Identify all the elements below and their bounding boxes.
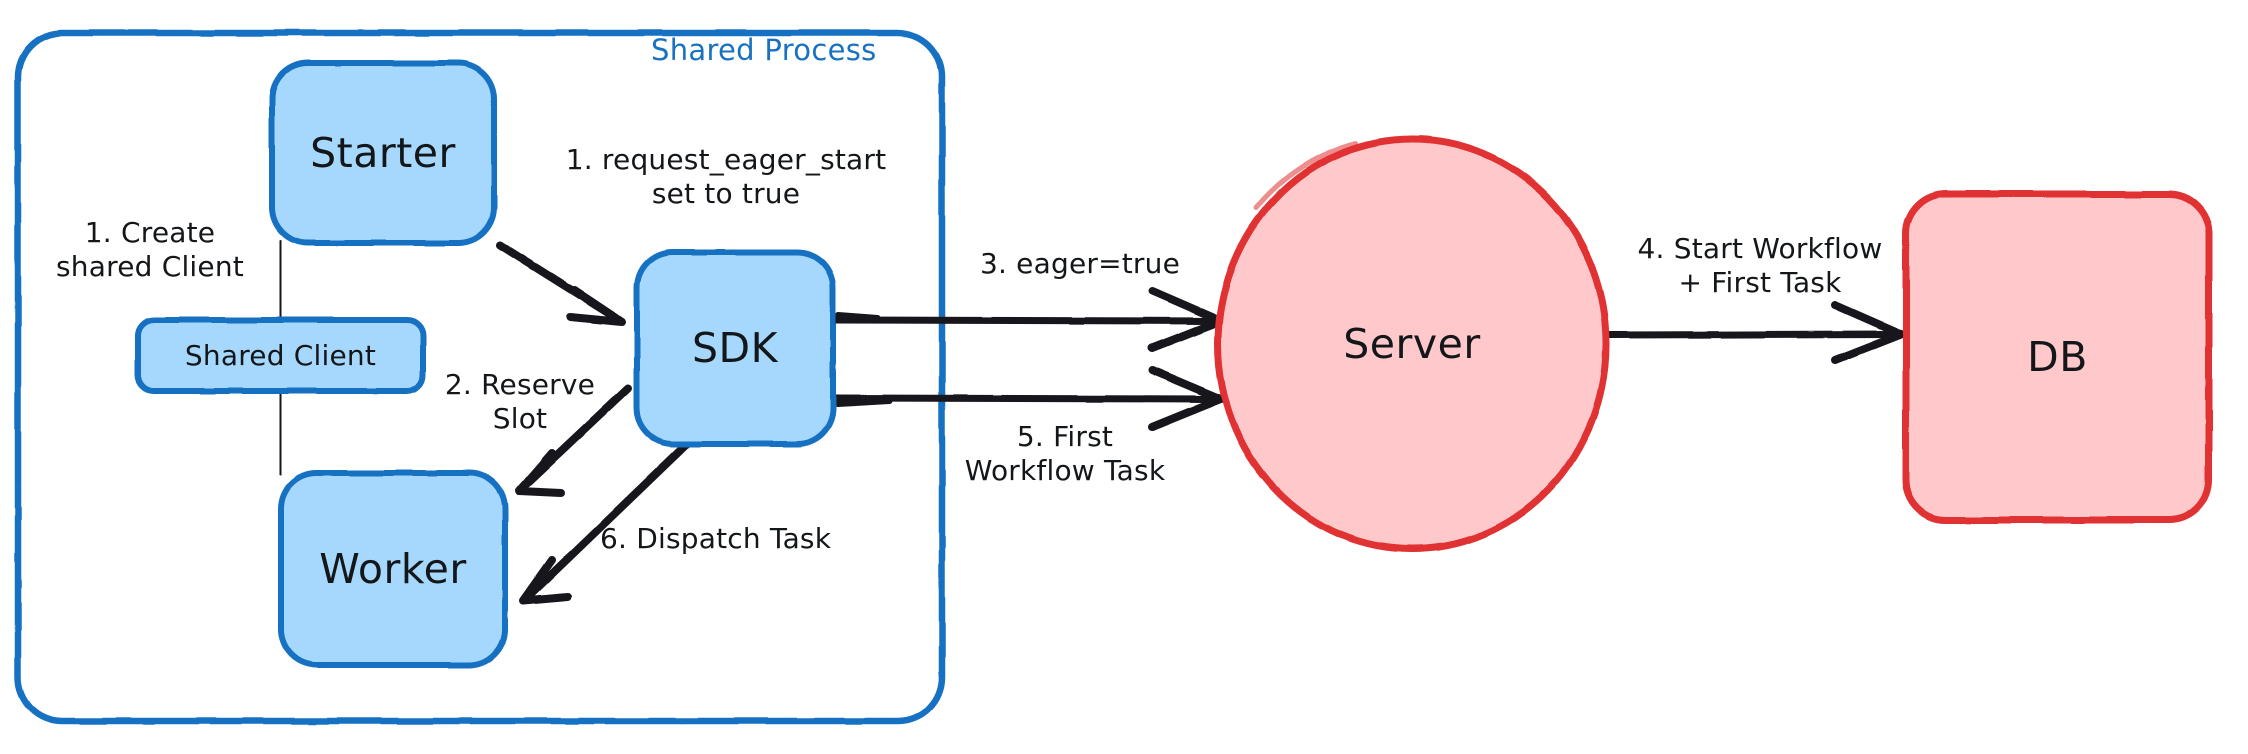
shared-process-title: Shared Process (651, 33, 877, 67)
edge-label-reserve-slot: 2. Reserve Slot (444, 368, 596, 436)
arrow-sdk-to-server-eager (829, 287, 1225, 352)
arrow-edges (496, 241, 1905, 605)
node-shape-server (1214, 135, 1610, 553)
shared-process-container (14, 29, 946, 725)
node-shape-db (1902, 190, 2213, 524)
plain-connectors (277, 240, 284, 475)
node-shapes (135, 60, 2213, 668)
node-shape-shared-client (135, 317, 426, 394)
arrow-server-to-db (1603, 301, 1905, 364)
edge-label-create-shared-client: 1. Create shared Client (56, 216, 244, 284)
arrow-server-first-workflow-task (829, 366, 1225, 431)
edge-label-start-workflow-first-task: 4. Start Workflow + First Task (1637, 232, 1883, 300)
node-shape-starter (269, 60, 497, 246)
arrow-sdk-to-worker-reserve (515, 384, 632, 497)
arrow-sdk-to-worker-dispatch (519, 439, 692, 605)
edge-label-first-workflow-task: 5. First Workflow Task (964, 420, 1166, 488)
node-shape-sdk (634, 249, 836, 447)
node-shape-worker (278, 470, 508, 668)
edge-label-eager-true: 3. eager=true (979, 247, 1181, 280)
edge-label-request-eager-start: 1. request_eager_start set to true (565, 143, 887, 211)
edge-label-dispatch-task: 6. Dispatch Task (600, 522, 832, 555)
arrow-starter-to-sdk (496, 241, 626, 326)
